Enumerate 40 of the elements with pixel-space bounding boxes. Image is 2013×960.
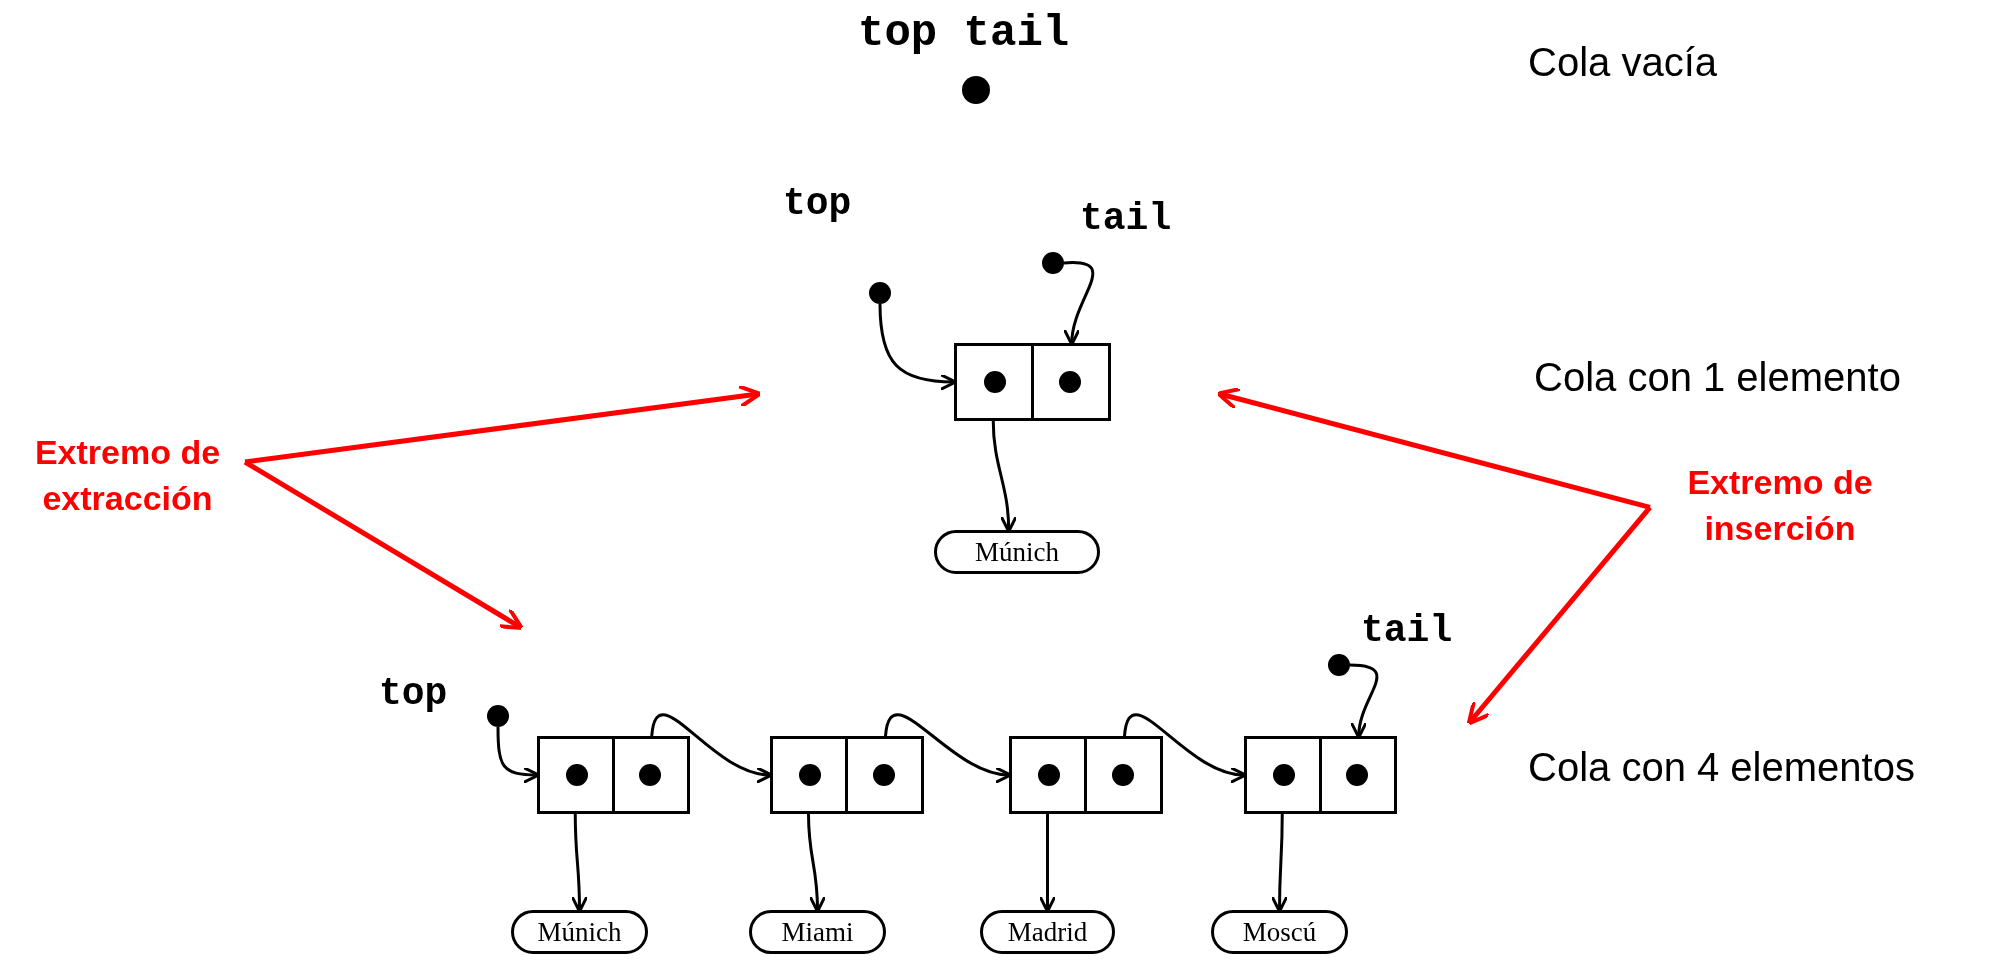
list-node — [1244, 736, 1397, 814]
arrow — [1270, 814, 1289, 913]
arrow — [884, 713, 1012, 783]
queue-caption: Cola vacía — [1528, 40, 1717, 85]
value-node: Múnich — [511, 910, 648, 954]
pointer-names: top tail — [858, 8, 1070, 58]
arrow — [1349, 663, 1379, 739]
arrow — [807, 813, 827, 913]
value-node: Madrid — [980, 910, 1115, 954]
list-node — [954, 343, 1111, 421]
arrow — [878, 303, 957, 391]
arrow — [991, 420, 1018, 533]
pointer-dot — [1328, 654, 1350, 676]
pointer-name: tail — [1361, 612, 1453, 650]
annotation-text: Extremo de extracción — [10, 430, 245, 530]
arrow — [1216, 386, 1651, 510]
queue-caption: Cola con 1 elemento — [1534, 355, 1901, 400]
queue-caption: Cola con 4 elementos — [1528, 745, 1915, 790]
annotation-text: Extremo de inserción — [1650, 460, 1910, 570]
pointer-name: top — [783, 185, 852, 223]
value-node: Múnich — [934, 530, 1100, 574]
arrow — [1038, 814, 1057, 913]
pointer-name: top — [379, 675, 448, 713]
list-node — [1009, 736, 1163, 814]
pointer-dot — [869, 282, 891, 304]
list-node — [537, 736, 690, 814]
pointer-dot — [1042, 252, 1064, 274]
pointer-name: tail — [1080, 200, 1172, 238]
arrow — [243, 459, 524, 631]
list-node — [770, 736, 924, 814]
arrow — [496, 727, 540, 784]
value-node: Moscú — [1211, 910, 1348, 954]
arrow — [570, 814, 589, 913]
arrow — [1063, 261, 1095, 346]
pointer-dot — [487, 705, 509, 727]
value-node: Miami — [749, 910, 886, 954]
arrow — [244, 384, 762, 465]
arrow — [1466, 505, 1652, 726]
arrow — [1123, 713, 1247, 783]
arrow — [650, 713, 773, 783]
